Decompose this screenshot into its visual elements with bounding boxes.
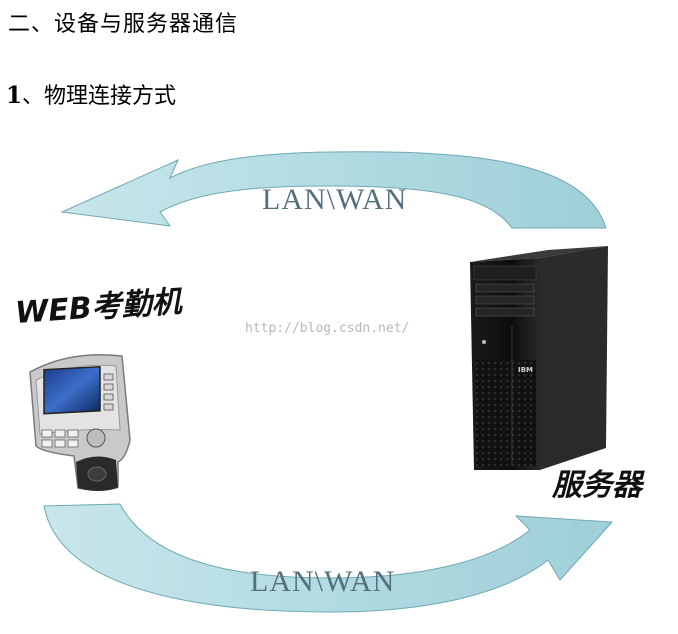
watermark-text: http://blog.csdn.net/ (245, 321, 409, 336)
bottom-curved-arrow (43, 503, 614, 613)
top-link-label: LAN\WAN (262, 183, 407, 216)
server-brand-logo: IBM (518, 366, 533, 374)
server-label: 服务器 (551, 468, 645, 503)
attendance-terminal-device (29, 353, 131, 491)
terminal-label: WEB考勤机 (14, 284, 184, 331)
subsection-number: 1 (6, 82, 23, 109)
server-tower: IBM (470, 246, 608, 470)
subsection-heading: 1、物理连接方式 (6, 78, 176, 110)
bottom-link-label: LAN\WAN (250, 565, 395, 598)
section-heading: 二、设备与服务器通信 (8, 12, 239, 37)
subsection-title: 、物理连接方式 (22, 84, 177, 109)
top-curved-arrow (60, 151, 607, 229)
